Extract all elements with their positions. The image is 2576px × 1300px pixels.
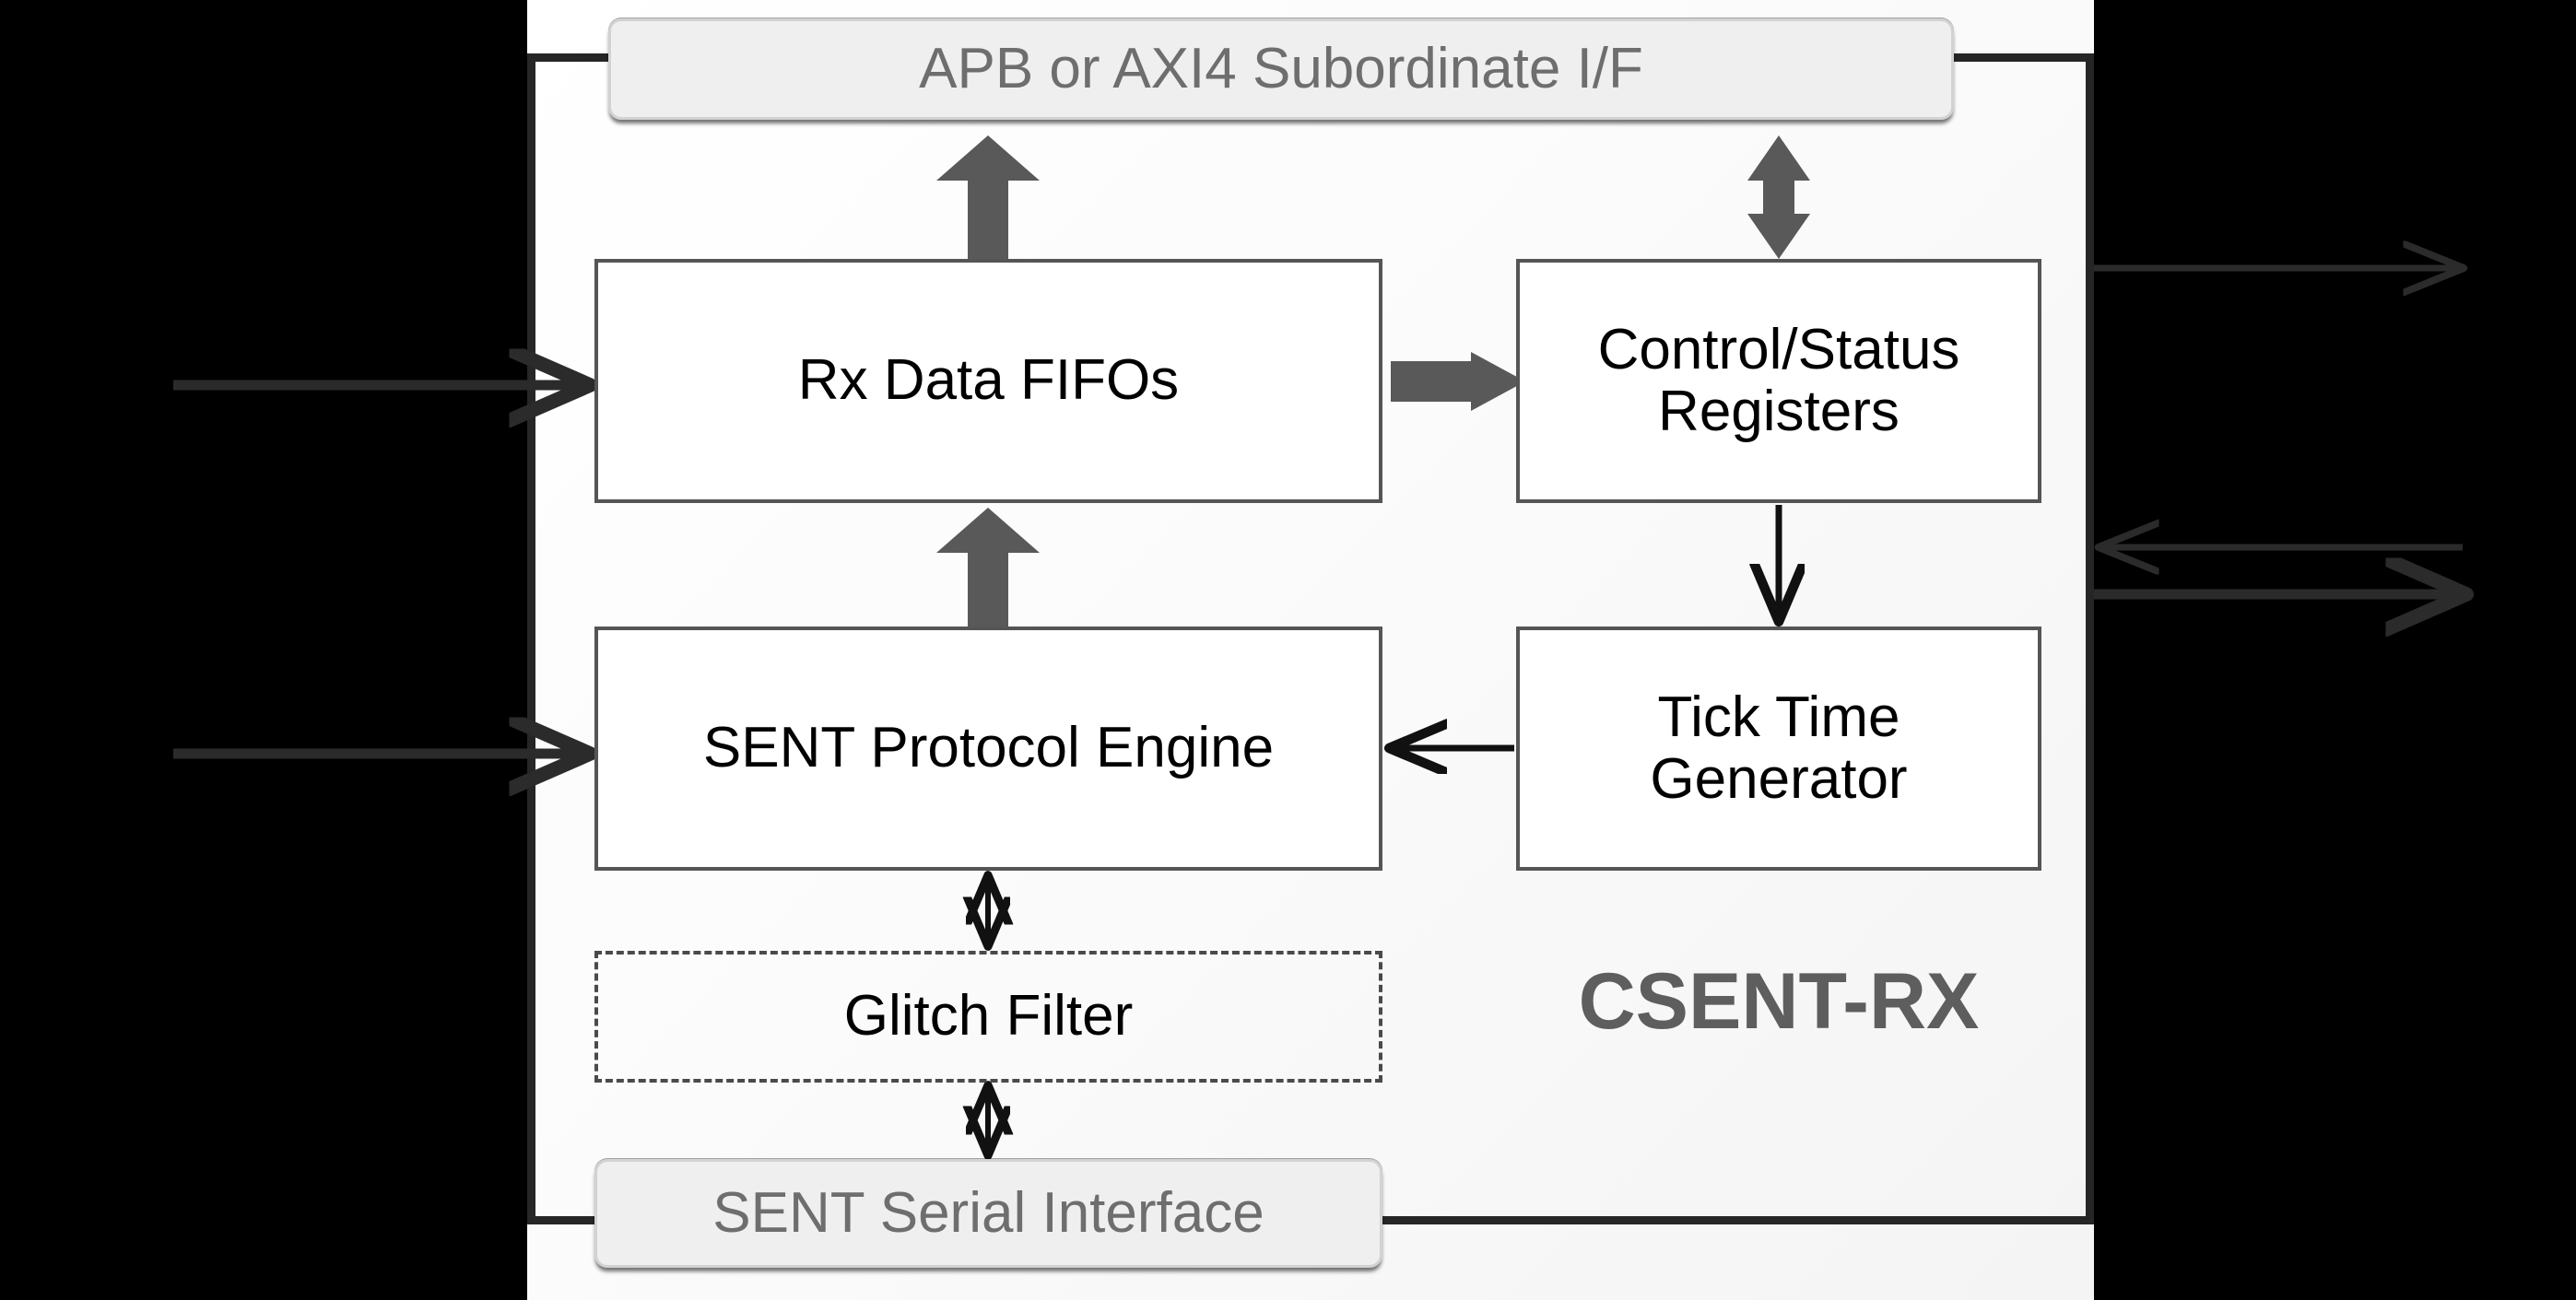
block-tick-time-generator[interactable]: Tick Time Generator — [1516, 627, 2041, 871]
block-label-apb-axi4-subordinate-if: APB or AXI4 Subordinate I/F — [919, 36, 1643, 100]
block-label-control-status-registers: Control/Status Registers — [1597, 317, 1960, 443]
block-control-status-registers[interactable]: Control/Status Registers — [1516, 259, 2041, 503]
block-label-rx-data-fifos: Rx Data FIFOs — [797, 348, 1180, 413]
block-label-glitch-filter: Glitch Filter — [843, 984, 1134, 1048]
block-label-tick-time-generator: Tick Time Generator — [1650, 685, 1908, 811]
chip-name-label: CSENT-RX — [1578, 957, 1980, 1046]
block-glitch-filter[interactable]: Glitch Filter — [594, 951, 1382, 1083]
block-sent-protocol-engine[interactable]: SENT Protocol Engine — [594, 627, 1382, 871]
block-label-sent-protocol-engine: SENT Protocol Engine — [702, 716, 1275, 780]
block-apb-axi4-subordinate-if[interactable]: APB or AXI4 Subordinate I/F — [608, 18, 1954, 120]
block-rx-data-fifos[interactable]: Rx Data FIFOs — [594, 259, 1382, 503]
block-sent-serial-interface[interactable]: SENT Serial Interface — [594, 1159, 1382, 1268]
block-label-sent-serial-interface: SENT Serial Interface — [712, 1180, 1264, 1245]
